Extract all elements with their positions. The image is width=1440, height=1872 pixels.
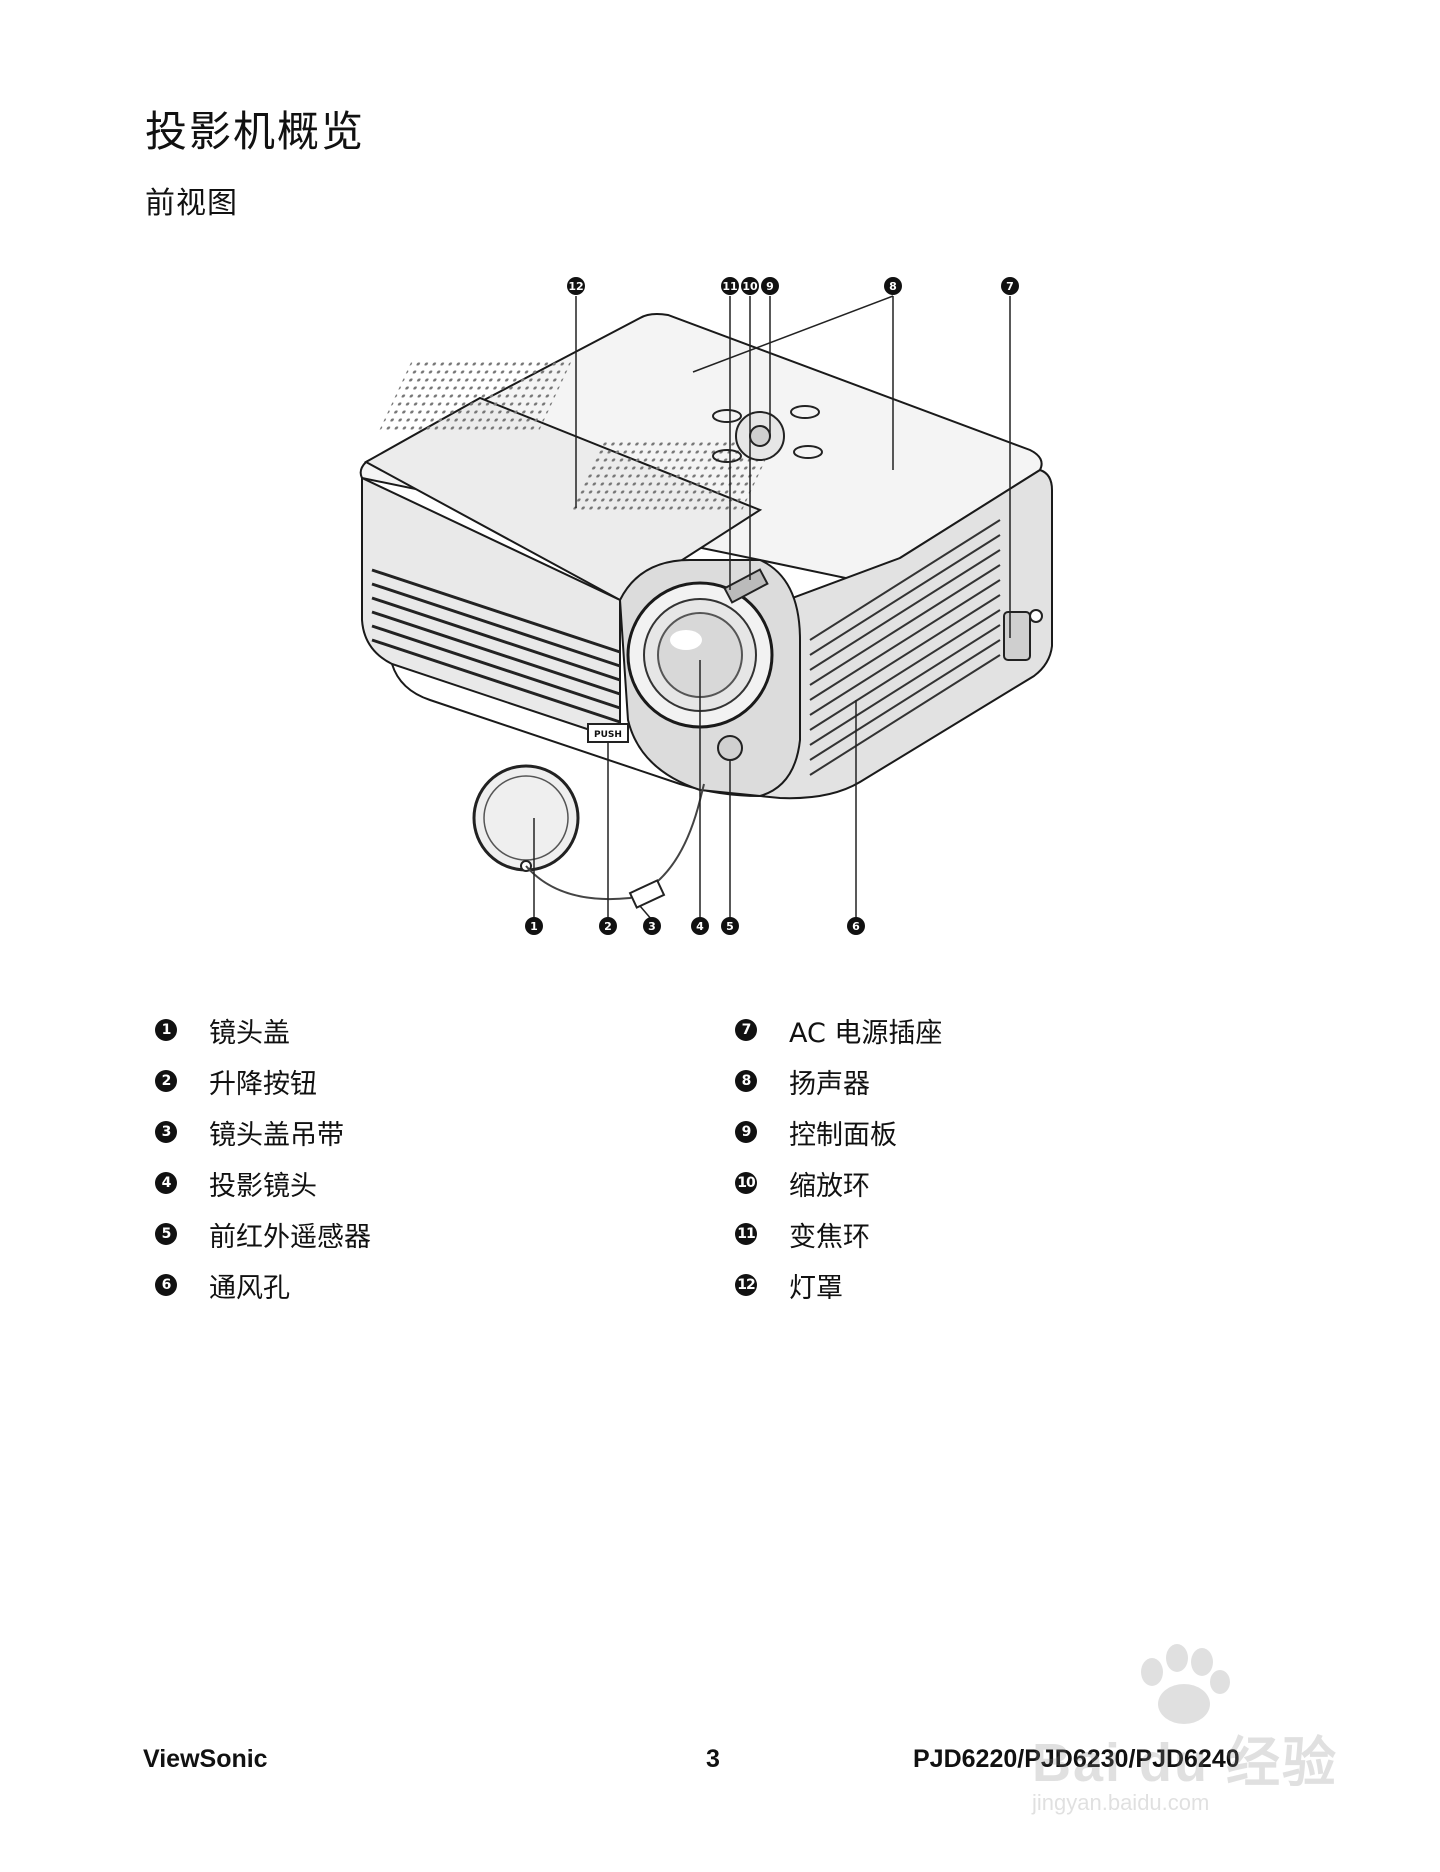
watermark-url: jingyan.baidu.com <box>1032 1790 1210 1815</box>
focus-zoom-rings <box>723 568 769 604</box>
legend-label: 扬声器 <box>789 1068 870 1100</box>
legend-marker: 7 <box>735 1019 757 1041</box>
legend-item-ir-sensor: 5 前红外遥感器 <box>155 1214 371 1254</box>
callout-markers: 12 11 10 9 8 7 1 2 3 4 5 6 <box>525 277 1019 935</box>
callout-5: 5 <box>721 917 739 935</box>
projection-lens <box>626 581 774 729</box>
watermark-brand: Bai du 经验 <box>1032 1733 1339 1793</box>
legend-item-lamp-cover: 12 灯罩 <box>735 1265 843 1305</box>
legend-marker: 6 <box>155 1274 177 1296</box>
ir-sensor <box>717 735 743 761</box>
svg-text:2: 2 <box>604 920 612 933</box>
legend-label: 升降按钮 <box>209 1068 317 1100</box>
legend-label: 灯罩 <box>789 1272 843 1304</box>
legend-label: 控制面板 <box>789 1119 897 1151</box>
legend-item-vents: 6 通风孔 <box>155 1265 290 1305</box>
section-subtitle: 前视图 <box>145 186 238 221</box>
paw-logo-icon <box>1141 1644 1230 1724</box>
legend-item-lens-cap: 1 镜头盖 <box>155 1010 290 1050</box>
lens-cap <box>472 764 580 872</box>
callout-9: 9 <box>761 277 779 295</box>
legend-item-elevator-button: 2 升降按钮 <box>155 1061 317 1101</box>
legend-label: 镜头盖吊带 <box>209 1119 344 1151</box>
svg-text:12: 12 <box>568 280 583 293</box>
ac-socket <box>1003 611 1031 661</box>
legend-item-lens-cap-strap: 3 镜头盖吊带 <box>155 1112 344 1152</box>
legend-label: 投影镜头 <box>209 1170 317 1202</box>
page-title: 投影机概览 <box>145 107 366 156</box>
left-vents <box>371 568 621 724</box>
footer-page-number: 3 <box>706 1745 720 1773</box>
svg-text:6: 6 <box>852 920 860 933</box>
speaker-grilles <box>379 360 775 510</box>
leader-lines <box>533 295 1011 921</box>
svg-text:10: 10 <box>742 280 758 293</box>
strap-clip <box>628 879 666 909</box>
front-bottom-edge <box>391 663 761 797</box>
legend-label: 镜头盖 <box>209 1017 290 1049</box>
callout-7: 7 <box>1001 277 1019 295</box>
baidu-watermark: Bai du 经验 jingyan.baidu.com <box>1012 1640 1352 1840</box>
callout-2: 2 <box>599 917 617 935</box>
callout-10: 10 <box>741 277 759 295</box>
callout-3: 3 <box>643 917 661 935</box>
legend-marker: 4 <box>155 1172 177 1194</box>
svg-text:1: 1 <box>530 920 538 933</box>
legend-label: 通风孔 <box>209 1272 290 1304</box>
footer-brand: ViewSonic <box>143 1745 268 1773</box>
legend-marker: 9 <box>735 1121 757 1143</box>
legend-marker: 1 <box>155 1019 177 1041</box>
legend-marker: 3 <box>155 1121 177 1143</box>
legend-item-control-panel: 9 控制面板 <box>735 1112 897 1152</box>
svg-text:3: 3 <box>648 920 656 933</box>
legend-label: AC 电源插座 <box>789 1017 943 1049</box>
svg-text:9: 9 <box>766 280 774 293</box>
legend-marker: 10 <box>735 1172 757 1194</box>
legend-marker: 2 <box>155 1070 177 1092</box>
callout-8: 8 <box>884 277 902 295</box>
legend-marker: 5 <box>155 1223 177 1245</box>
legend-label: 变焦环 <box>789 1221 870 1253</box>
legend-item-speaker: 8 扬声器 <box>735 1061 870 1101</box>
legend-label: 缩放环 <box>789 1170 870 1202</box>
legend-marker: 12 <box>735 1274 757 1296</box>
legend-item-focus-ring: 11 变焦环 <box>735 1214 870 1254</box>
svg-text:7: 7 <box>1006 280 1014 293</box>
legend-marker: 8 <box>735 1070 757 1092</box>
svg-text:4: 4 <box>696 920 704 933</box>
control-panel <box>712 405 823 463</box>
callout-1: 1 <box>525 917 543 935</box>
legend-item-projection-lens: 4 投影镜头 <box>155 1163 317 1203</box>
kensington-lock <box>1029 609 1043 623</box>
callout-12: 12 <box>567 277 585 295</box>
legend-label: 前红外遥感器 <box>209 1221 371 1253</box>
push-label: PUSH <box>594 730 622 740</box>
legend-item-ac-socket: 7 AC 电源插座 <box>735 1010 942 1050</box>
footer-models: PJD6220/PJD6230/PJD6240 <box>913 1745 1240 1773</box>
side-grille <box>809 519 1001 776</box>
legend-item-zoom-ring: 10 缩放环 <box>735 1163 870 1203</box>
callout-4: 4 <box>691 917 709 935</box>
lens-cap-strap <box>525 783 705 901</box>
svg-text:5: 5 <box>726 920 734 933</box>
svg-text:11: 11 <box>722 280 737 293</box>
callout-6: 6 <box>847 917 865 935</box>
callout-11: 11 <box>721 277 739 295</box>
legend-marker: 11 <box>735 1223 757 1245</box>
svg-text:8: 8 <box>889 280 897 293</box>
